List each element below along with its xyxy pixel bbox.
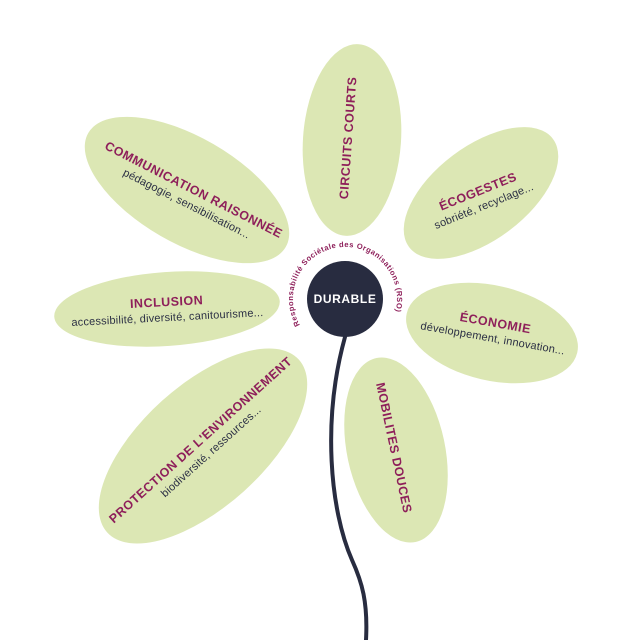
flower-stem bbox=[329, 335, 369, 640]
center-circle: DURABLE bbox=[307, 261, 383, 337]
center-label: DURABLE bbox=[313, 292, 377, 306]
